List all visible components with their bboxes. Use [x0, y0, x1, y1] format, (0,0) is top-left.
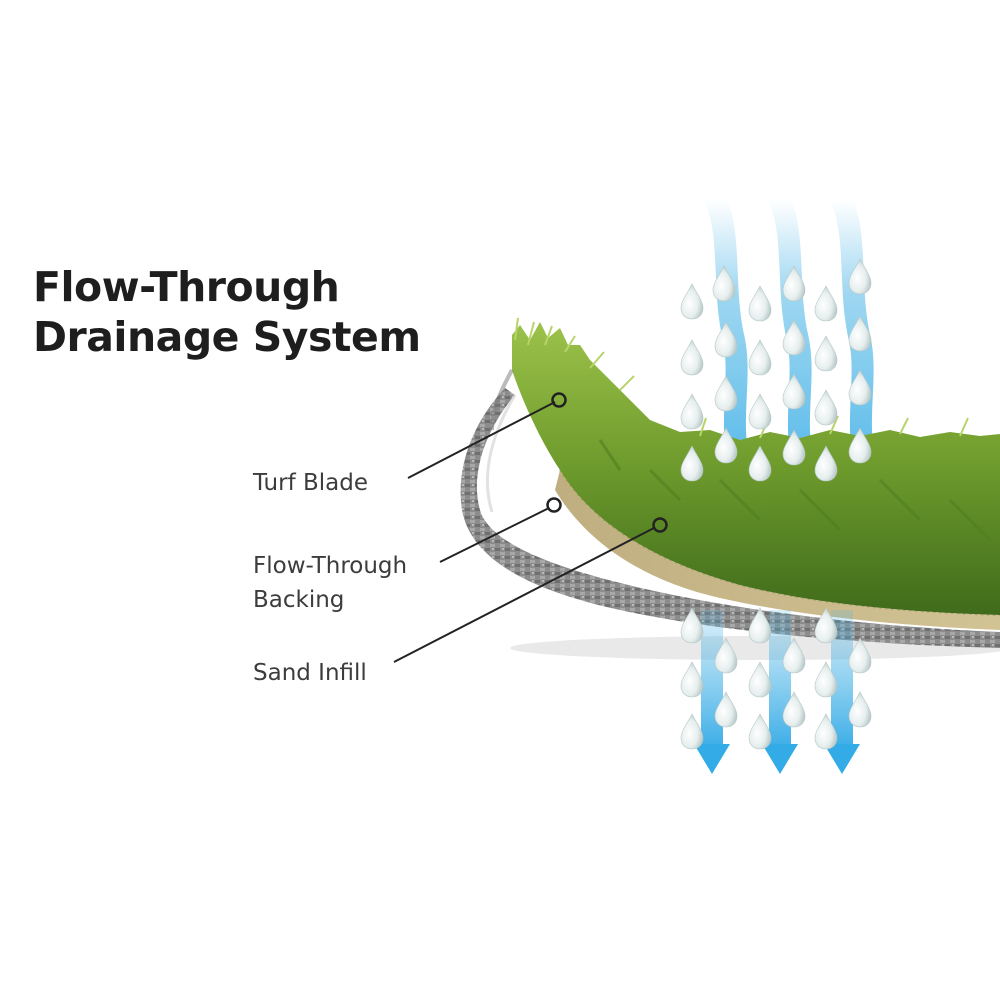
curl-edge [490, 369, 514, 431]
water-flow-lower [694, 610, 860, 774]
sand-infill-marker [652, 517, 668, 533]
turf-blade-marker [551, 392, 567, 408]
backing-marker [546, 497, 562, 513]
title-line-2: Drainage System [33, 313, 421, 361]
sand-infill-leader [393, 527, 655, 663]
turf-backing [460, 388, 1000, 648]
callout-leaders [393, 392, 668, 663]
label-backing-line-2: Backing [253, 587, 345, 613]
backing-leader [439, 507, 550, 563]
diagram-title: Flow-Through Drainage System [33, 262, 421, 362]
label-sand-infill: Sand Infill [253, 660, 367, 686]
label-turf-blade: Turf Blade [253, 470, 369, 496]
title-line-1: Flow-Through [33, 263, 340, 311]
label-backing-line-1: Flow-Through [253, 553, 408, 579]
turf-blade-leader [407, 401, 556, 479]
sand-infill-layer [555, 469, 1000, 630]
label-flow-through-backing: Flow-Through Backing [253, 549, 407, 617]
